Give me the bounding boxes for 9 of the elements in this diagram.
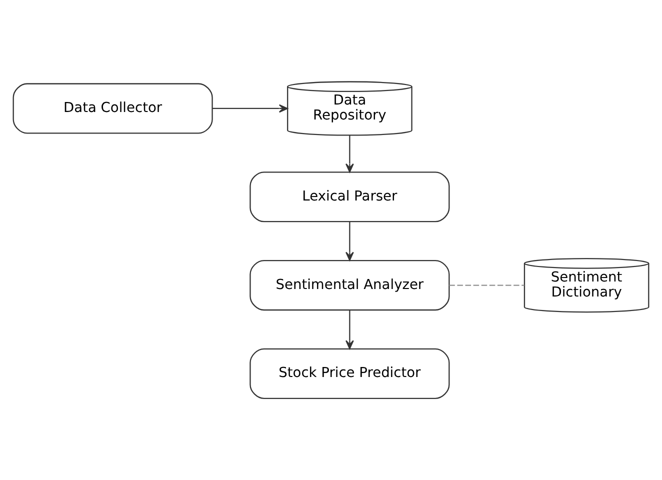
arrow bbox=[346, 310, 354, 350]
node-box: Sentimental Analyzer bbox=[250, 260, 450, 311]
arrow bbox=[212, 104, 288, 113]
arrow bbox=[346, 135, 354, 173]
node-box: Lexical Parser bbox=[250, 172, 450, 222]
arrow bbox=[346, 222, 354, 261]
node-box: Stock Price Predictor bbox=[250, 348, 450, 399]
node-box: Data Collector bbox=[12, 83, 213, 134]
connector bbox=[449, 284, 524, 286]
